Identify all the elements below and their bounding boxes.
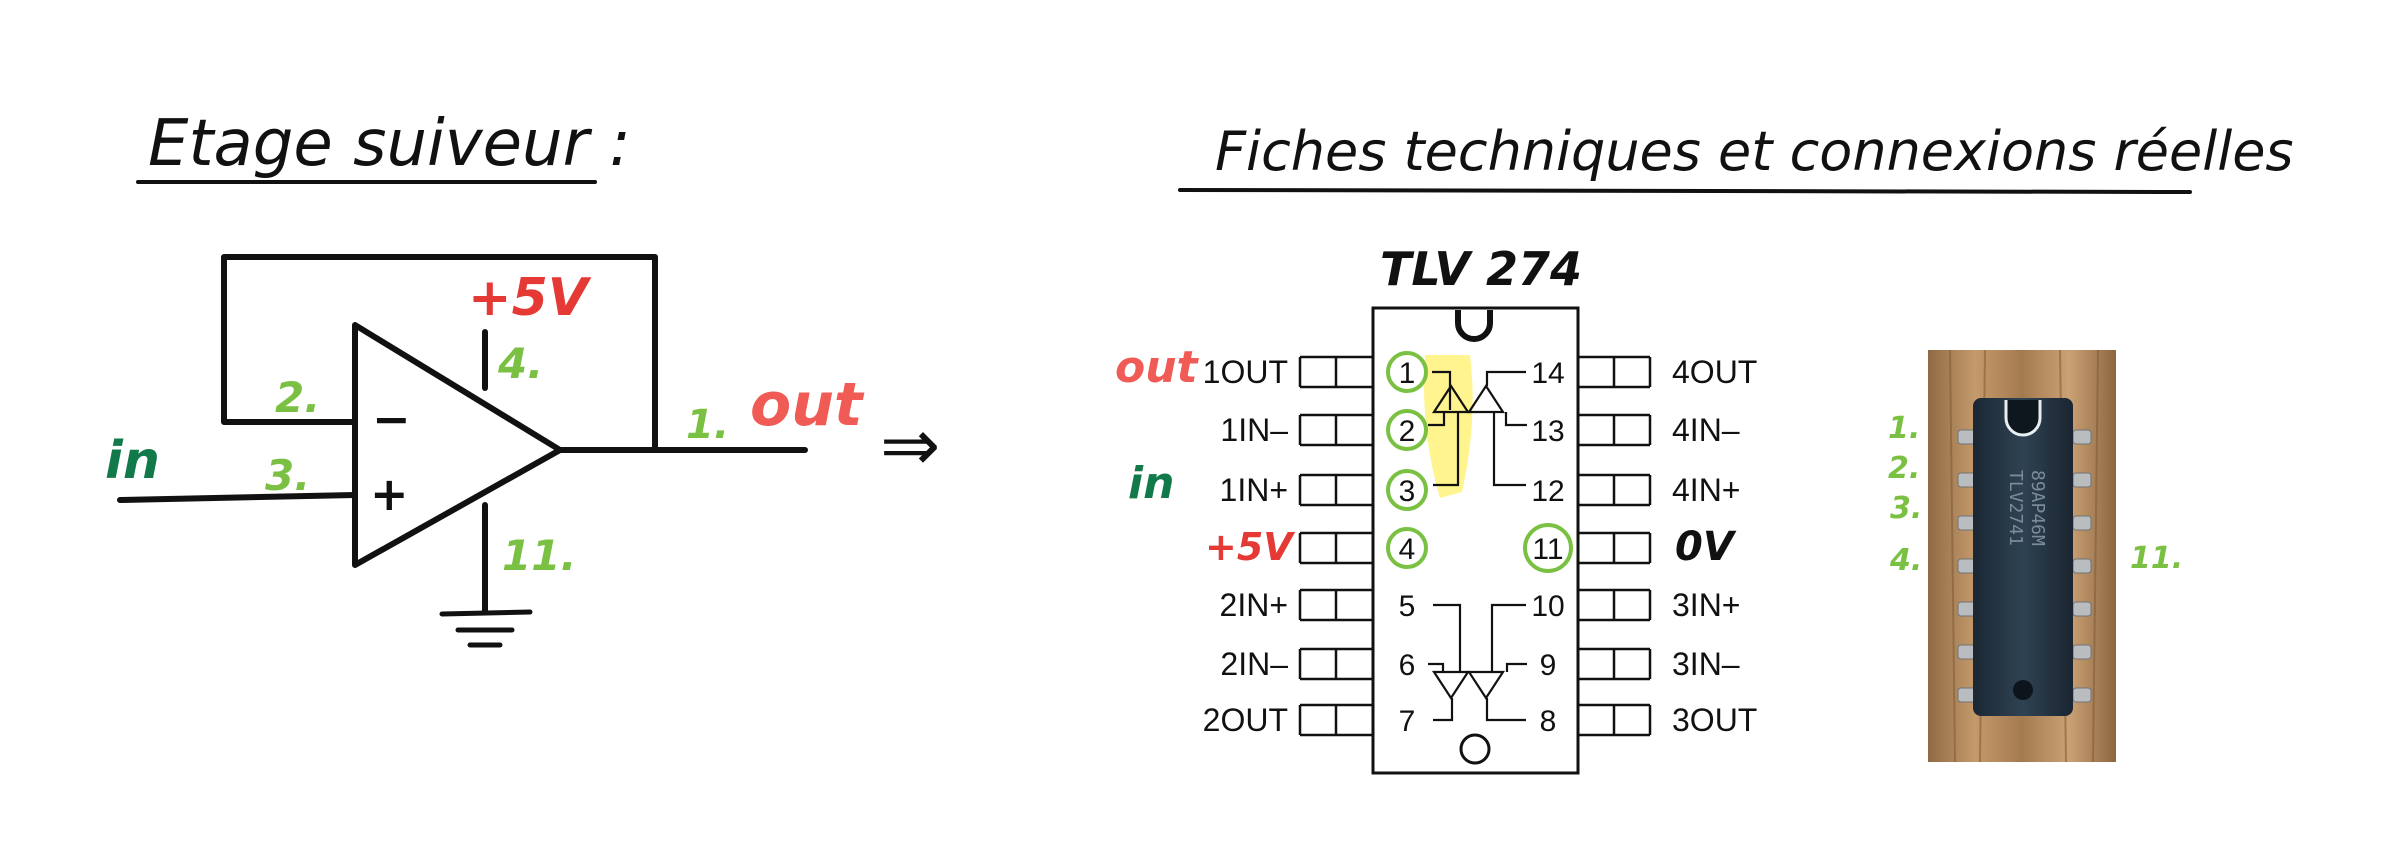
right-pin-box	[1578, 413, 1652, 447]
right-pin-number: 13	[1531, 415, 1564, 448]
photo-label-3: 3.	[1890, 491, 1922, 526]
chip-leg	[2072, 687, 2092, 703]
pin1-label: 1.	[686, 402, 729, 448]
right-pin-box	[1578, 647, 1652, 681]
left-pin-number: 5	[1399, 590, 1416, 623]
chip-leg	[2072, 558, 2092, 574]
pin2-label: 2.	[275, 373, 320, 422]
chip-notch	[1455, 310, 1493, 342]
left-pin-name: 1IN–	[1220, 412, 1288, 448]
right-pin-box	[1578, 355, 1652, 389]
right-pin-box	[1578, 703, 1652, 737]
in-label: in	[105, 431, 160, 491]
right-pin-name: 3OUT	[1672, 702, 1757, 738]
left-pin-name: 1OUT	[1203, 354, 1288, 390]
left-pin-box	[1298, 473, 1373, 507]
pin4-label: 4.	[497, 339, 543, 388]
out-label: out	[750, 370, 865, 440]
left-pin-box	[1298, 647, 1373, 681]
photo-label-2: 2.	[1888, 451, 1920, 486]
right-pin-number: 9	[1540, 649, 1557, 682]
left-pin-name: 2IN–	[1220, 646, 1288, 682]
left-pin-box	[1298, 703, 1373, 737]
chip-pin1-dot	[1459, 733, 1491, 765]
right-pin-name: 3IN–	[1672, 646, 1740, 682]
right-pin-box	[1578, 531, 1652, 565]
chip-leg	[2072, 429, 2092, 445]
pin-rows: 1OUT 1 1IN– 2 1IN+ 3 4 2IN+ 5 2IN– 6 2OUT 7 14 4OUT 13 4…	[1203, 354, 1758, 738]
plus5v-label: +5V	[468, 268, 592, 328]
chip-name: TLV 274	[1380, 242, 1582, 296]
left-pin-name: 2OUT	[1203, 702, 1288, 738]
annot-out: out	[1115, 342, 1200, 393]
chip-photo: 89AP46M TLV2741 1. 2. 3. 4. 11.	[1888, 349, 2183, 763]
right-pin-number: 14	[1531, 357, 1564, 390]
left-pin-name: 2IN+	[1220, 587, 1288, 623]
used-pin-circles	[1386, 351, 1573, 573]
pin11-label: 11.	[502, 531, 576, 580]
left-pin-number: 7	[1399, 705, 1416, 738]
right-pin-name: 4IN+	[1672, 472, 1740, 508]
left-pin-number: 3	[1399, 475, 1416, 508]
left-pin-number: 6	[1399, 649, 1416, 682]
annot-in: in	[1128, 458, 1174, 509]
feedback-wire	[221, 254, 658, 453]
left-pin-box	[1298, 413, 1373, 447]
left-pin-box	[1298, 531, 1373, 565]
opamp-symbol	[352, 322, 563, 568]
datasheet-section: Fiches techniques et connexions réelles …	[1115, 120, 2294, 775]
right-pin-name: 4OUT	[1672, 354, 1757, 390]
photo-label-11: 11.	[2130, 541, 2183, 576]
chip-leg	[2072, 515, 2092, 531]
right-title: Fiches techniques et connexions réelles	[1215, 120, 2294, 183]
right-pin-name: 4IN–	[1672, 412, 1740, 448]
minus-sign: −	[372, 392, 411, 446]
left-pin-box	[1298, 588, 1373, 622]
ground-icon	[439, 609, 533, 648]
annot-plus5v: +5V	[1205, 525, 1295, 569]
right-title-underline	[1178, 188, 2192, 194]
input-wire	[117, 492, 358, 503]
internal-amplifiers	[1428, 370, 1527, 722]
left-pin-number: 1	[1399, 357, 1416, 390]
left-pin-name: 1IN+	[1220, 472, 1288, 508]
chip-body-outline	[1371, 306, 1580, 775]
plus-sign: +	[370, 467, 409, 521]
right-pin-number: 11	[1532, 533, 1563, 566]
photo-label-1: 1.	[1888, 411, 1920, 446]
amp1-highlight	[1424, 355, 1473, 498]
right-pin-box	[1578, 588, 1652, 622]
photo-marking-1: 89AP46M	[2027, 470, 2048, 546]
right-pin-number: 10	[1531, 590, 1564, 623]
follower-stage: Etage suiveur : − + +5V 4. 2. 3. 11. 1. …	[105, 107, 940, 648]
annot-0v: 0V	[1675, 524, 1737, 570]
chip-leg	[2072, 472, 2092, 488]
left-title: Etage suiveur :	[148, 107, 631, 181]
implies-arrow: ⇒	[880, 403, 940, 487]
chip-leg	[2072, 644, 2092, 660]
right-pin-box	[1578, 473, 1652, 507]
photo-label-4: 4.	[1889, 543, 1922, 578]
right-pin-name: 3IN+	[1672, 587, 1740, 623]
left-pin-number: 4	[1399, 533, 1416, 566]
chip-leg	[2072, 601, 2092, 617]
left-pin-box	[1298, 355, 1373, 389]
pin3-label: 3.	[265, 451, 310, 500]
left-pin-number: 2	[1399, 415, 1416, 448]
photo-marking-2: TLV2741	[2005, 470, 2026, 546]
right-pin-number: 12	[1531, 475, 1564, 508]
right-pin-number: 8	[1540, 705, 1557, 738]
